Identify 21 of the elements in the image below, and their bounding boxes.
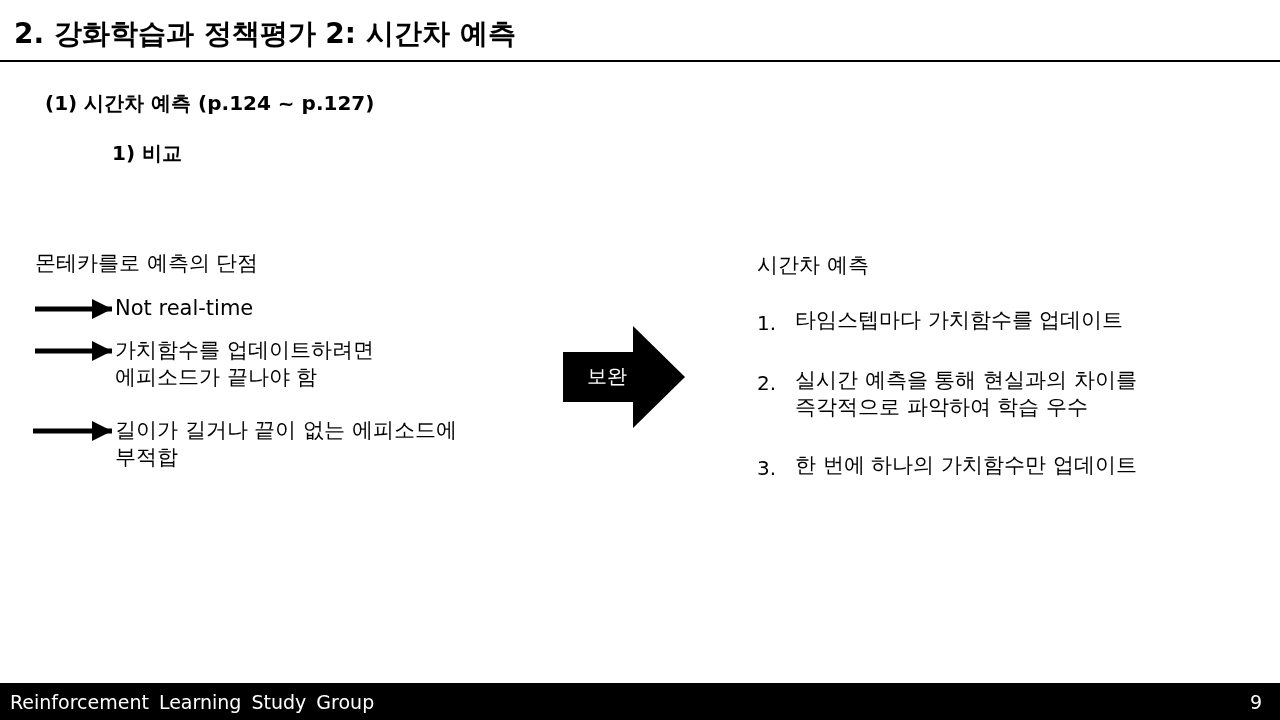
list-number: 3.	[757, 455, 777, 481]
bullet-text: 가치함수를 업데이트하려면 에피소드가 끝나야 함	[115, 337, 425, 392]
block-arrow	[563, 326, 685, 428]
list-item-text: 한 번에 하나의 가치함수만 업데이트	[795, 452, 1137, 479]
arrow	[33, 421, 112, 441]
list-number: 2.	[757, 370, 777, 396]
slide-title: 2. 강화학습과 정책평가 2: 시간차 예측	[14, 16, 516, 52]
list-number: 1.	[757, 310, 777, 336]
footer-text: Reinforcement Learning Study Group	[10, 690, 375, 715]
bullet-text: 길이가 길거나 끝이 없는 에피소드에 부적합	[115, 417, 515, 472]
list-item-text: 실시간 예측을 통해 현실과의 차이를 즉각적으로 파악하여 학습 우수	[795, 367, 1138, 422]
arrow	[35, 299, 112, 319]
section-heading: (1) 시간차 예측 (p.124 ~ p.127)	[45, 90, 375, 116]
heading-text: 몬테카를로 예측의 단점	[35, 250, 259, 278]
subsection-heading: 1) 비교	[112, 140, 183, 166]
heading-text: 시간차 예측	[757, 252, 869, 280]
list-item-text: 타임스텝마다 가치함수를 업데이트	[795, 307, 1124, 334]
arrow-label: 보완	[587, 363, 627, 389]
arrow	[35, 341, 112, 361]
page-number: 9	[1249, 690, 1262, 715]
bullet-text: Not real-time	[115, 295, 254, 323]
